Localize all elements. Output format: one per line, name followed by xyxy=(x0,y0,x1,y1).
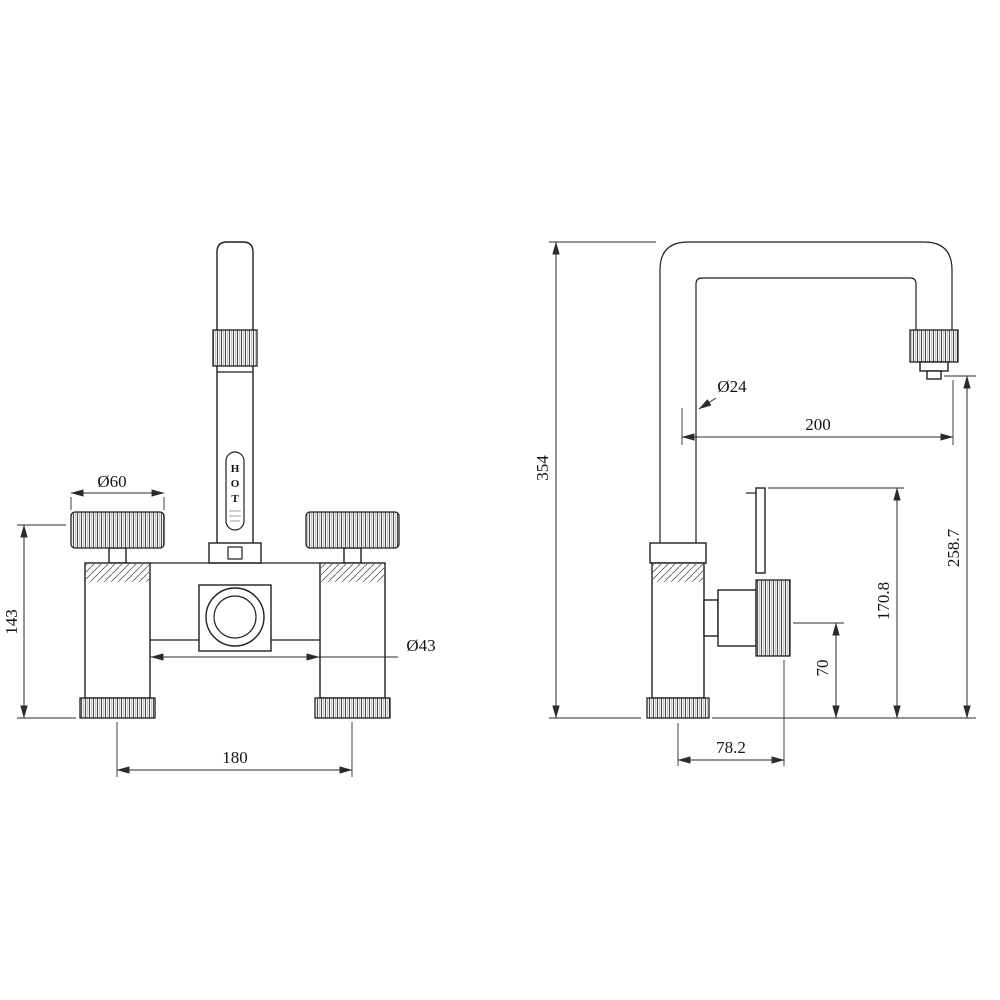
front-right-base-knurl xyxy=(314,697,391,719)
dim-lever-height-label: 170.8 xyxy=(874,582,893,620)
front-left-handle-knob xyxy=(70,511,165,549)
hot-letter-o: O xyxy=(231,478,240,490)
side-aerator-knurl xyxy=(909,329,959,363)
side-handle-body xyxy=(717,589,757,647)
front-right-leg xyxy=(319,562,386,699)
front-outlet-circle-outer xyxy=(205,587,265,647)
dim-handle-center-height-group: 70 xyxy=(793,622,844,719)
side-aerator-tip xyxy=(919,361,949,372)
dim-spout-height-group: 258.7 xyxy=(944,375,976,719)
front-right-leg-chamfer-hatch xyxy=(321,564,384,582)
dim-spout-diameter-label: Ø24 xyxy=(717,377,747,396)
dim-spout-reach-group: 200 xyxy=(681,380,954,445)
dim-handle-diameter-group: Ø60 xyxy=(70,472,165,510)
dim-total-height-group: 354 xyxy=(533,241,656,719)
dim-depth-group: 78.2 xyxy=(677,660,785,766)
dim-handle-diameter-label: Ø60 xyxy=(97,472,126,491)
hot-letter-t: T xyxy=(231,493,239,505)
side-handle xyxy=(703,487,791,657)
dim-height-group: 143 xyxy=(2,524,76,719)
dim-body-diameter-label: Ø43 xyxy=(406,636,435,655)
side-handle-hub xyxy=(703,599,719,637)
dim-spout-reach-label: 200 xyxy=(805,415,831,434)
front-right-handle-stem xyxy=(343,547,362,564)
dim-spout-height-label: 258.7 xyxy=(944,528,963,567)
front-left-handle-stem xyxy=(108,547,127,564)
side-view: 354 Ø24 200 258.7 170.8 xyxy=(533,241,976,766)
hot-label: H O T xyxy=(225,451,245,531)
side-aerator-nozzle xyxy=(926,370,942,380)
dim-spout-diameter-group: Ø24 xyxy=(698,377,747,410)
front-spout-flange xyxy=(208,542,262,564)
dim-handle-center-height-label: 70 xyxy=(813,660,832,677)
dim-depth-label: 78.2 xyxy=(716,738,746,757)
side-spout-inner-contour xyxy=(695,277,917,543)
side-spout-outer-contour xyxy=(659,241,953,543)
front-spout-knurl-band xyxy=(212,329,258,367)
dim-height-label: 143 xyxy=(2,609,21,635)
side-lever-rod xyxy=(755,487,766,574)
side-base-knurl xyxy=(646,697,710,719)
dim-width-group: 180 xyxy=(116,722,353,777)
dim-width-label: 180 xyxy=(222,748,248,767)
front-right-handle xyxy=(305,511,400,564)
front-left-leg xyxy=(84,562,151,699)
front-left-handle xyxy=(70,511,165,564)
front-spout-flange-detail xyxy=(227,546,243,560)
dim-body-diameter-group: Ø43 xyxy=(150,636,436,661)
side-flange xyxy=(649,542,707,564)
front-left-leg-chamfer-hatch xyxy=(86,564,149,582)
hot-letter-h: H xyxy=(231,463,240,475)
dim-total-height-label: 354 xyxy=(533,455,552,481)
dim-lever-height-group: 170.8 xyxy=(768,487,904,719)
dim-leader xyxy=(698,397,717,410)
side-handle-knurl-disc xyxy=(755,579,791,657)
hot-label-capsule xyxy=(225,451,245,531)
front-view: H O T xyxy=(2,241,436,777)
side-body-chamfer-hatch xyxy=(653,564,703,582)
front-outlet-circle-inner xyxy=(213,595,257,639)
front-left-base-knurl xyxy=(79,697,156,719)
side-body-column xyxy=(651,562,705,699)
front-right-handle-knob xyxy=(305,511,400,549)
